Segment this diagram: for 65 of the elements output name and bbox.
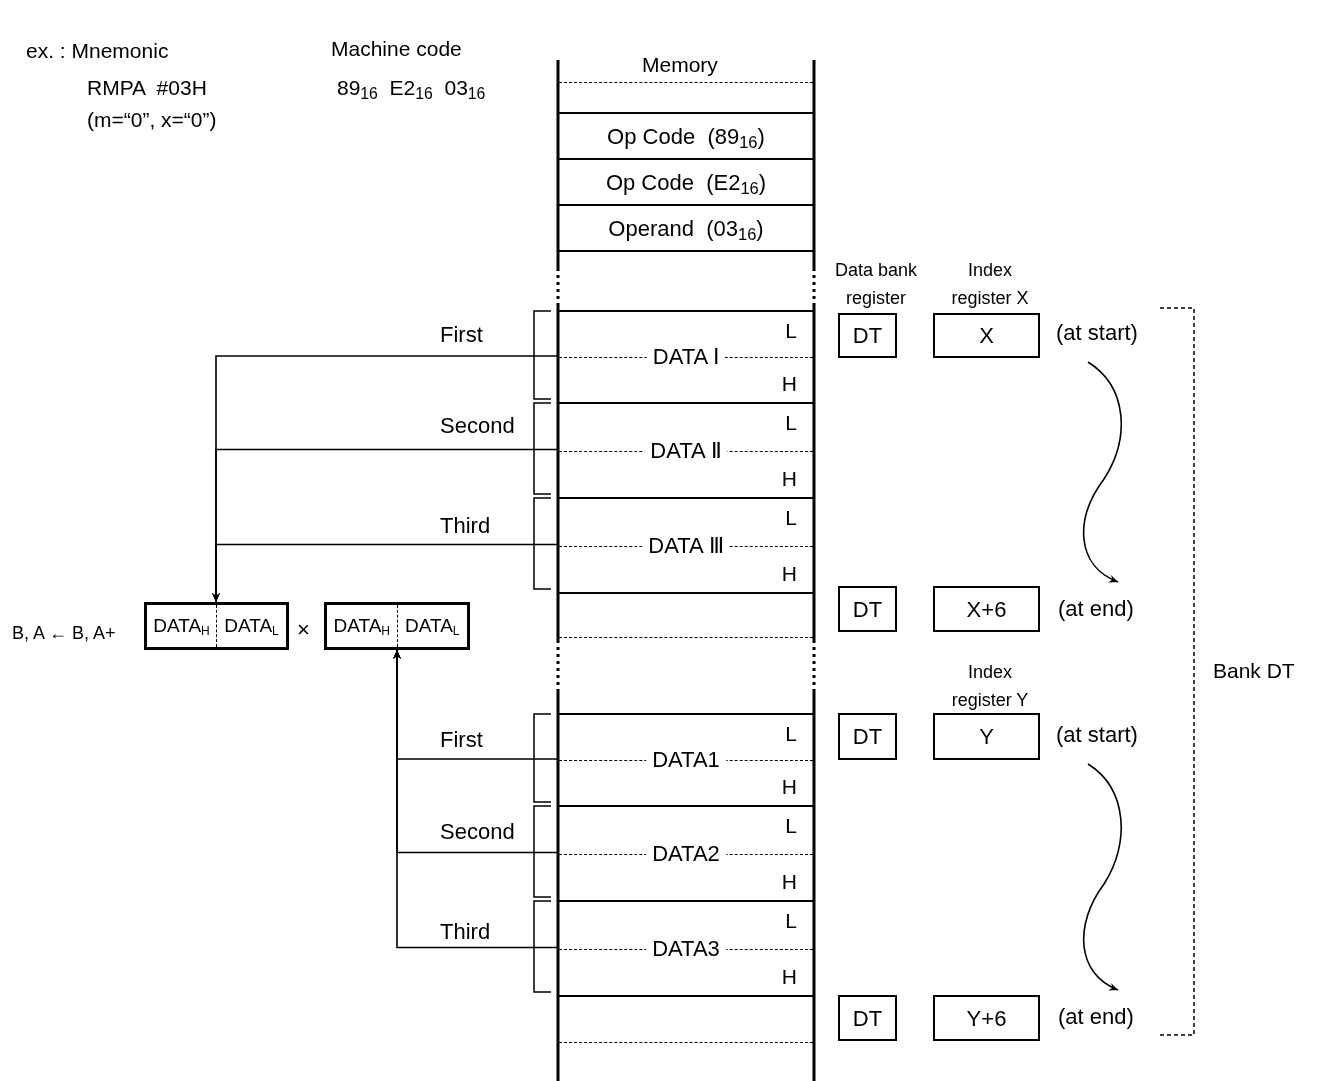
- register-value: Y+6: [966, 1004, 1007, 1033]
- register-value: DT: [852, 1004, 883, 1033]
- register-value: X: [979, 322, 994, 350]
- register-box: [838, 713, 897, 760]
- cell-text: Operand (03$_{16}$): [608, 214, 764, 245]
- byte-label: L: [785, 412, 797, 433]
- state-label: (at start): [1056, 720, 1152, 750]
- byte-label: H: [781, 776, 797, 797]
- edge-label: Third: [440, 918, 491, 946]
- byte-label: L: [785, 910, 797, 931]
- edge-label: Second: [440, 818, 515, 846]
- mnemonic-text: RMPA #03H: [87, 75, 207, 101]
- note-text: (m=“0”, x=“0”): [87, 107, 217, 133]
- byte-label: H: [781, 966, 797, 987]
- cell-text: Op Code (89$_{16}$): [607, 122, 765, 153]
- data-label: DATA$_{L}$: [224, 613, 279, 640]
- equation-text: B, A ← B, A+: [12, 622, 116, 645]
- edge-label: Second: [440, 412, 515, 440]
- register-value: Y: [979, 723, 994, 751]
- byte-label: L: [785, 320, 797, 341]
- register-box: [838, 995, 897, 1041]
- memory-cell: [559, 592, 813, 638]
- data-label: DATA$_{H}$: [153, 613, 210, 640]
- register-value: DT: [852, 595, 883, 624]
- register-box: [838, 586, 897, 632]
- multiply-sign: ×: [297, 616, 310, 644]
- register-box: [838, 313, 897, 358]
- bank-label: Bank DT: [1213, 658, 1295, 684]
- register-heading: Data bank register: [833, 259, 919, 310]
- state-label: (at end): [1058, 594, 1146, 624]
- register-box: [933, 713, 1040, 760]
- register-pair-box: [324, 602, 470, 650]
- byte-label: L: [785, 815, 797, 836]
- byte-label: H: [781, 373, 797, 394]
- column-heading: Memory: [642, 52, 718, 78]
- curved-arrow: [1082, 763, 1122, 991]
- edge-label: First: [440, 321, 483, 349]
- data-label: DATA$_{L}$: [404, 613, 460, 640]
- curved-arrow: [1082, 361, 1122, 583]
- state-label: (at end): [1058, 1002, 1146, 1032]
- register-value: DT: [852, 723, 883, 751]
- byte-label: L: [785, 507, 797, 528]
- byte-label: H: [781, 468, 797, 489]
- register-pair-box: [144, 602, 289, 650]
- data-label: DATA$_{H}$: [333, 613, 390, 640]
- register-box: [933, 995, 1040, 1041]
- caption-text: ex. : Mnemonic: [26, 38, 169, 64]
- register-value: X+6: [966, 595, 1007, 624]
- machine-code-text: 89$_{16}$ E2$_{16}$ 03$_{16}$: [337, 75, 486, 102]
- edge-label: Third: [440, 512, 491, 540]
- cell-text: Op Code (E2$_{16}$): [605, 168, 767, 199]
- state-label: (at start): [1056, 318, 1152, 348]
- byte-label: H: [781, 563, 797, 584]
- byte-label: L: [785, 723, 797, 744]
- column-heading: Machine code: [331, 36, 462, 62]
- memory-cell: [559, 995, 813, 1043]
- register-box: [933, 586, 1040, 632]
- register-value: DT: [852, 322, 883, 350]
- byte-label: H: [781, 871, 797, 892]
- register-heading: Index register X: [950, 259, 1030, 310]
- edge-label: First: [440, 726, 483, 754]
- register-box: [933, 313, 1040, 358]
- arrow: [212, 543, 560, 603]
- register-heading: Index register Y: [950, 661, 1030, 712]
- arrow: [393, 649, 560, 949]
